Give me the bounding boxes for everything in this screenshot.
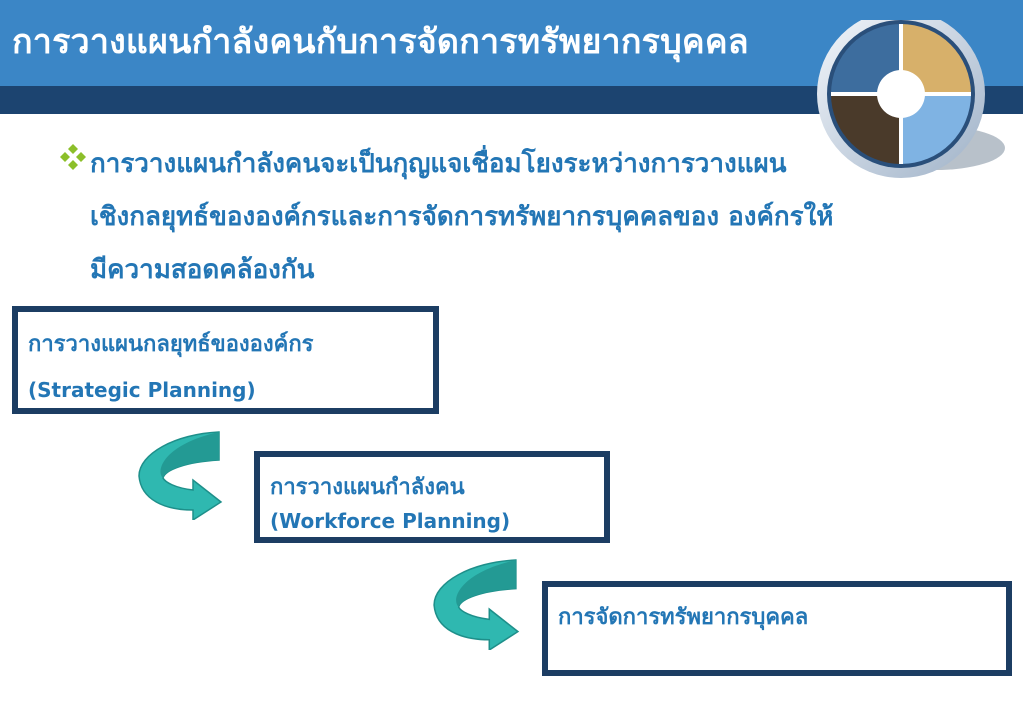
slide-title: การวางแผนกำลังคนกับการจัดการทรัพยากรบุคค… [12,22,749,62]
box-label-thai: การวางแผนกำลังคน [270,475,465,500]
bullet-paragraph: การวางแผนกำลังคนจะเป็นกุญแจเชื่อมโยงระหว… [90,138,1005,297]
decorative-globe-logo [817,20,1005,178]
hr-management-box: การจัดการทรัพยากรบุคคล [542,581,1012,676]
workforce-planning-box: การวางแผนกำลังคน (Workforce Planning) [254,451,610,543]
diamond-bullet-icon [60,144,86,170]
bullet-line: มีความสอดคล้องกัน [90,255,315,285]
box-label-thai: การวางแผนกลยุทธ์ขององค์กร [28,332,314,357]
bullet-line: การวางแผนกำลังคนจะเป็นกุญแจเชื่อมโยงระหว… [90,149,787,179]
box-label-english: (Strategic Planning) [28,378,256,402]
curved-arrow-icon [138,431,223,520]
curved-arrow-icon [433,559,520,650]
bullet-line: เชิงกลยุทธ์ขององค์กรและการจัดการทรัพยากร… [90,202,834,232]
box-label-english: (Workforce Planning) [270,509,511,533]
strategic-planning-box: การวางแผนกลยุทธ์ขององค์กร (Strategic Pla… [12,306,439,414]
box-label-thai: การจัดการทรัพยากรบุคคล [558,605,809,630]
